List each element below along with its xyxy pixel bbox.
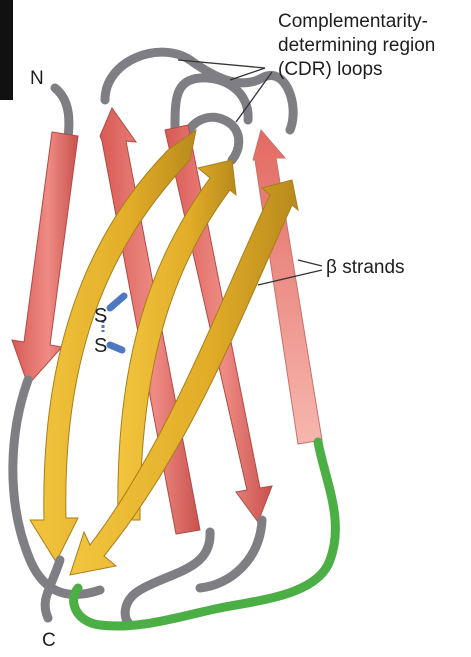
cdr-label-line-3: (CDR) loops [278,59,383,80]
beta-strands-label: β strands [326,257,405,278]
disulfide-bond-bottom-stick [110,345,122,350]
sulfur-label-top: S [94,305,107,327]
disulfide-bond: S S [94,296,124,357]
n-terminal-tail [55,88,69,138]
disulfide-bond-top-stick [110,296,124,308]
red-strand-4 [253,130,322,444]
cdr-label-line-2: determining region [278,35,435,56]
cdr-label-line-1: Complementarity- [278,11,428,32]
c-terminus-label: C [42,630,56,651]
sulfur-label-bottom: S [94,335,107,357]
beta-strands-leader-1 [298,260,322,266]
n-terminus-label: N [30,68,44,89]
